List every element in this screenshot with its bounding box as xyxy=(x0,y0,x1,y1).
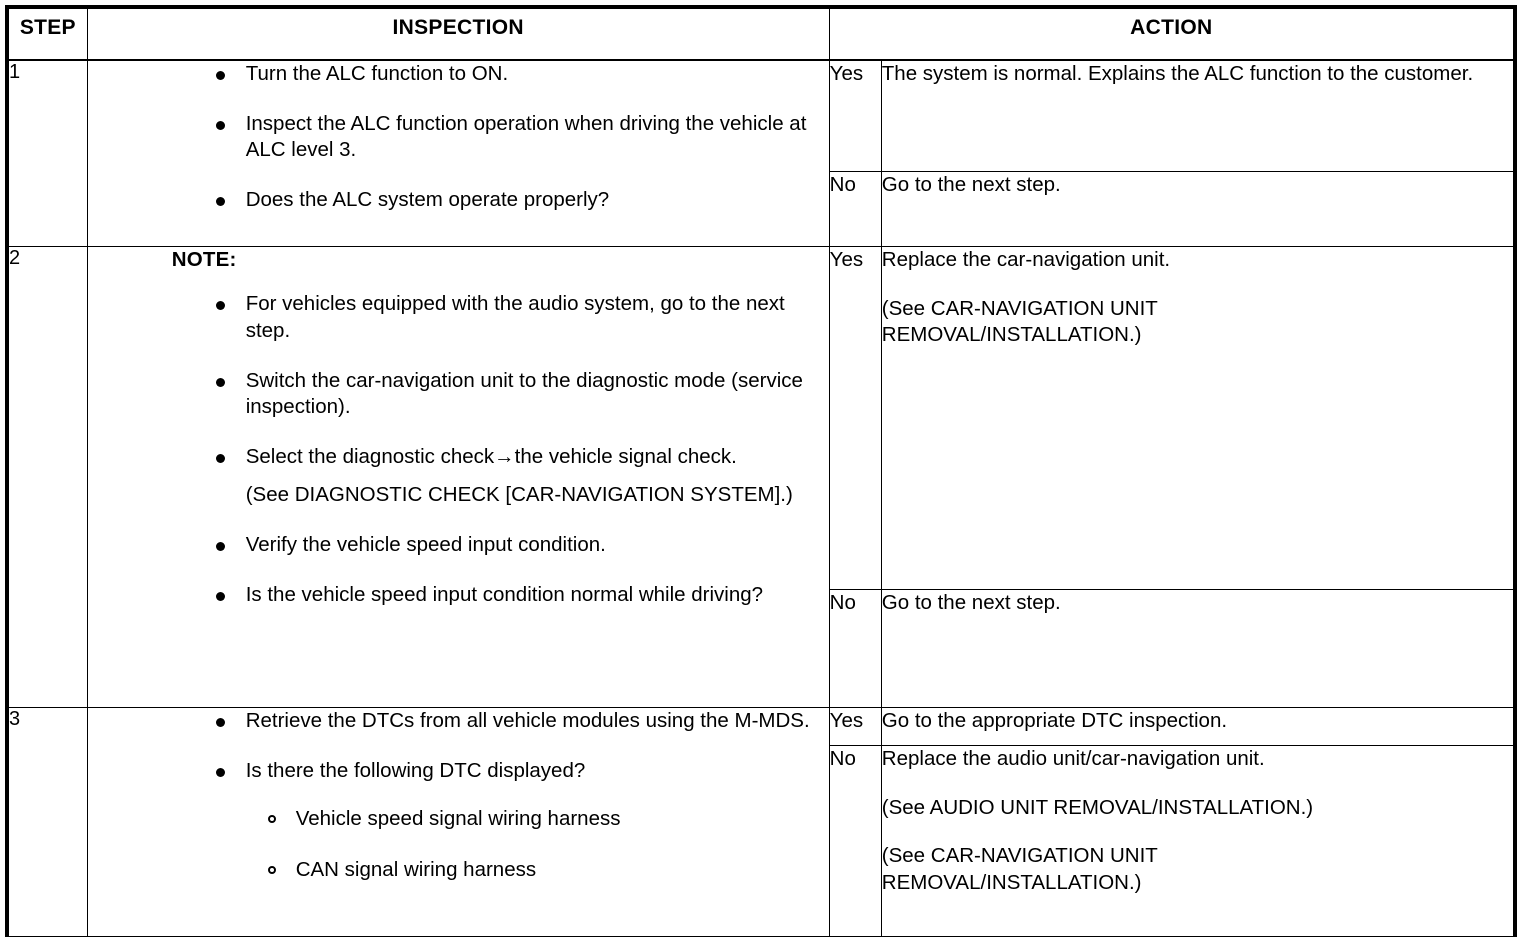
table-row: 2 NOTE: For vehicles equipped with the a… xyxy=(6,246,1516,708)
column-header-action: ACTION xyxy=(828,6,1516,61)
action-text: Replace the audio unit/car-navigation un… xyxy=(881,747,1265,770)
list-item-text: Is there the following DTC displayed? xyxy=(245,758,586,782)
column-header-step: STEP xyxy=(6,6,88,61)
list-item: Select the diagnostic check→the vehicle … xyxy=(88,444,829,471)
inspection-cell-3: Retrieve the DTCs from all vehicle modul… xyxy=(86,707,830,937)
action-cell-yes-2: Replace the car-navigation unit. (See CA… xyxy=(880,246,1516,590)
action-cell-no-3: Replace the audio unit/car-navigation un… xyxy=(880,745,1516,937)
inspection-list-1: Turn the ALC function to ON. Inspect the… xyxy=(88,61,829,214)
answer-label-yes-1: Yes xyxy=(828,59,882,172)
inspection-cell-1: Turn the ALC function to ON. Inspect the… xyxy=(86,59,830,247)
table-row: No Replace the audio unit/car-navigation… xyxy=(7,745,1516,937)
answer-label-yes-3: Yes xyxy=(828,707,882,746)
step-number-3: 3 xyxy=(6,707,88,937)
list-item: Does the ALC system operate properly? xyxy=(88,187,829,214)
inspection-cell-2: NOTE: For vehicles equipped with the aud… xyxy=(86,246,830,708)
column-header-inspection: INSPECTION xyxy=(86,6,830,61)
list-item: Switch the car-navigation unit to the di… xyxy=(88,368,829,421)
action-cell-no-2: Go to the next step. xyxy=(880,589,1516,708)
table-row: 3 Retrieve the DTCs from all vehicle mod… xyxy=(6,707,1516,937)
dtc-sub-list: Vehicle speed signal wiring harness CAN … xyxy=(246,806,829,883)
action-text: Replace the car-navigation unit. xyxy=(881,248,1171,271)
action-text: Go to the appropriate DTC inspection. xyxy=(881,709,1228,732)
list-item: Vehicle speed signal wiring harness xyxy=(246,806,829,833)
table-row: No Go to the next step. xyxy=(7,171,1516,247)
action-cell-no-1: Go to the next step. xyxy=(880,171,1516,247)
table-row: 1 Turn the ALC function to ON. Inspect t… xyxy=(6,59,1516,247)
list-item: Is there the following DTC displayed? Ve… xyxy=(88,758,829,884)
action-reference: (See CAR-NAVIGATION UNIT REMOVAL/INSTALL… xyxy=(881,844,1158,894)
action-reference: (See AUDIO UNIT REMOVAL/INSTALLATION.) xyxy=(881,795,1314,819)
list-item: Retrieve the DTCs from all vehicle modul… xyxy=(88,708,829,735)
table-header-row: STEP INSPECTION ACTION xyxy=(6,6,1516,61)
list-item: CAN signal wiring harness xyxy=(246,857,829,884)
answer-label-no-3: No xyxy=(828,745,882,937)
inspection-list-3: Retrieve the DTCs from all vehicle modul… xyxy=(88,708,829,884)
action-cell-yes-3: Go to the appropriate DTC inspection. xyxy=(880,707,1516,746)
list-item-reference: (See DIAGNOSTIC CHECK [CAR-NAVIGATION SY… xyxy=(245,483,793,507)
step-number-1: 1 xyxy=(6,59,88,247)
inspection-list-2: For vehicles equipped with the audio sys… xyxy=(88,291,829,608)
action-text: The system is normal. Explains the ALC f… xyxy=(881,62,1474,85)
answer-label-yes-2: Yes xyxy=(828,246,882,590)
diagnostic-table-page: STEP INSPECTION ACTION 1 Turn the ALC fu… xyxy=(0,5,1520,943)
list-item: Verify the vehicle speed input condition… xyxy=(88,532,829,559)
troubleshooting-table: STEP INSPECTION ACTION 1 Turn the ALC fu… xyxy=(5,5,1517,937)
list-item: For vehicles equipped with the audio sys… xyxy=(88,291,829,344)
action-reference: (See CAR-NAVIGATION UNIT REMOVAL/INSTALL… xyxy=(881,296,1158,347)
list-item: Turn the ALC function to ON. xyxy=(88,61,829,88)
answer-label-no-2: No xyxy=(828,589,882,708)
action-text: Go to the next step. xyxy=(881,173,1061,196)
action-text: Go to the next step. xyxy=(881,591,1061,614)
list-item: Is the vehicle speed input condition nor… xyxy=(88,582,829,609)
table-row: No Go to the next step. xyxy=(7,589,1516,708)
list-item: Inspect the ALC function operation when … xyxy=(88,111,829,164)
answer-label-no-1: No xyxy=(828,171,882,247)
action-cell-yes-1: The system is normal. Explains the ALC f… xyxy=(880,59,1516,172)
step-number-2: 2 xyxy=(6,246,88,708)
note-label-2: NOTE: xyxy=(171,248,237,271)
